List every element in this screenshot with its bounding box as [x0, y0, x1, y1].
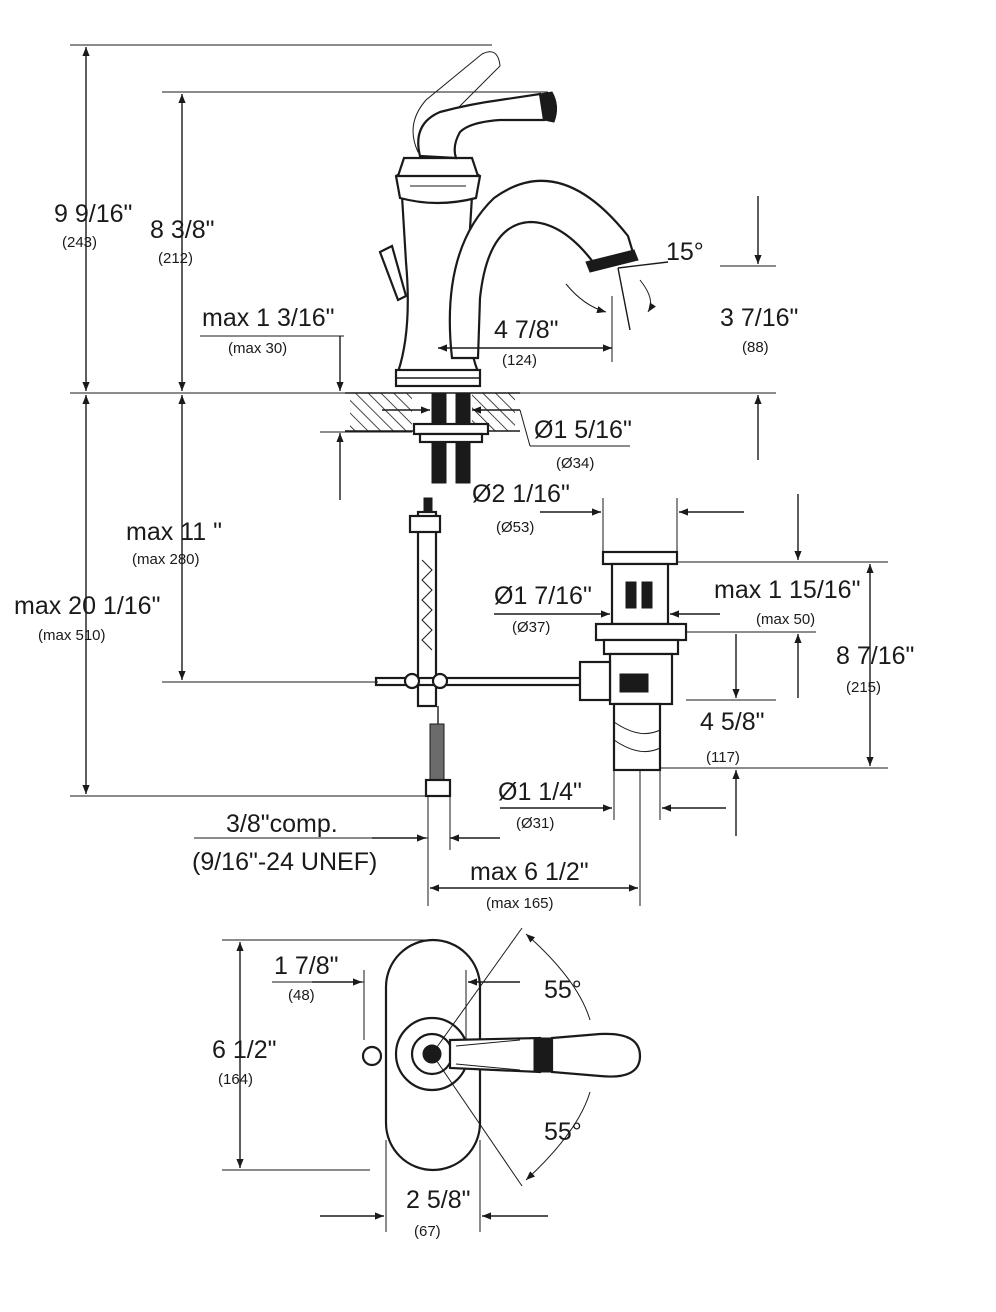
faucet-spout [448, 179, 636, 360]
label-connection: 3/8"comp. [226, 810, 338, 838]
label-spout-angle: 15° [666, 238, 704, 266]
metric-max-offset: (max 165) [486, 895, 554, 912]
label-drain-max-thickness: max 1 15/16" [714, 576, 860, 604]
metric-max-below-deck: (max 280) [132, 551, 200, 568]
metric-spout-reach: (124) [502, 352, 537, 369]
label-drain-body-diameter: Ø1 7/16" [494, 582, 592, 610]
drain-cap [601, 550, 679, 566]
label-max-offset: max 6 1/2" [470, 858, 589, 886]
label-hole-diameter: Ø1 5/16" [534, 416, 632, 444]
metric-drain-top-diameter: (Ø53) [496, 519, 534, 536]
dimension-labels: 9 9/16" (243) 8 3/8" (212) max 1 3/16" (… [14, 200, 914, 1240]
metric-max-total-below: (max 510) [38, 627, 106, 644]
label-handle-offset: 1 7/8" [274, 952, 338, 980]
drain-assembly [578, 550, 688, 772]
metric-base-width: (67) [414, 1223, 441, 1240]
metric-connection: (9/16"-24 UNEF) [192, 848, 377, 876]
label-handle-angle-up: 55° [544, 976, 582, 1004]
metric-drain-lower: (117) [706, 749, 740, 766]
metric-max-deck: (max 30) [228, 340, 287, 357]
label-spout-height: 8 3/8" [150, 216, 214, 244]
drain-tailpiece [612, 702, 662, 772]
label-drain-top-diameter: Ø2 1/16" [472, 480, 570, 508]
label-spout-clearance: 3 7/16" [720, 304, 798, 332]
dimension-lines [70, 44, 888, 1232]
label-base-width: 2 5/8" [406, 1186, 470, 1214]
label-drain-lower: 4 5/8" [700, 708, 764, 736]
metric-tailpiece-diameter: (Ø31) [516, 815, 554, 832]
metric-total-height: (243) [62, 234, 97, 251]
faucet-top-view [361, 927, 642, 1187]
label-base-length: 6 1/2" [212, 1036, 276, 1064]
top-handle [448, 1036, 542, 1074]
label-max-below-deck: max 11 " [126, 518, 222, 546]
label-handle-angle-down: 55° [544, 1118, 582, 1146]
label-max-deck: max 1 3/16" [202, 304, 335, 332]
faucet-side-view [345, 51, 669, 798]
faucet-handle [417, 92, 546, 160]
metric-drain-body-diameter: (Ø37) [512, 619, 550, 636]
metric-base-length: (164) [218, 1071, 253, 1088]
metric-drain-length: (215) [846, 679, 881, 696]
metric-spout-clearance: (88) [742, 339, 769, 356]
label-tailpiece-diameter: Ø1 1/4" [498, 778, 582, 806]
label-spout-reach: 4 7/8" [494, 316, 558, 344]
metric-handle-offset: (48) [288, 987, 315, 1004]
metric-hole-diameter: (Ø34) [556, 455, 594, 472]
label-max-total-below: max 20 1/16" [14, 592, 160, 620]
metric-spout-height: (212) [158, 250, 193, 267]
metric-drain-max-thickness: (max 50) [756, 611, 815, 628]
label-total-height: 9 9/16" [54, 200, 132, 228]
label-drain-length: 8 7/16" [836, 642, 914, 670]
